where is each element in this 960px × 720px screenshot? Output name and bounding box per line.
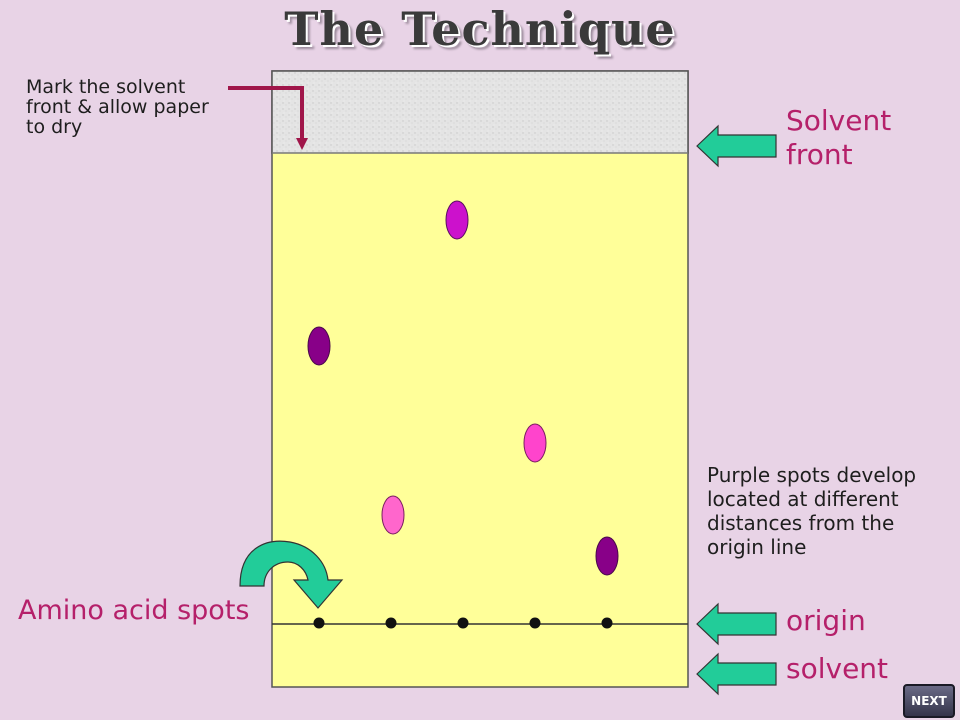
purple-spots-label: Purple spots develop located at differen… [707, 463, 917, 559]
solvent-front-label: Solvent front [786, 104, 892, 171]
amino-acid-spot [381, 495, 405, 535]
origin-label: origin [786, 604, 866, 637]
left-arrow-icon [696, 124, 777, 168]
left-arrow-icon [696, 602, 777, 646]
chromatography-paper [271, 70, 689, 688]
dry-zone [271, 70, 689, 154]
origin-dot [385, 617, 397, 629]
next-button[interactable]: NEXT [903, 684, 955, 718]
page-title: The Technique [284, 2, 676, 56]
amino-acid-spot [307, 326, 331, 366]
pointer-arrowhead-icon [296, 138, 308, 150]
solvent-label: solvent [786, 652, 889, 685]
origin-dot [457, 617, 469, 629]
mark-solvent-front-label: Mark the solvent front & allow paper to … [26, 76, 209, 138]
amino-acid-spots-label: Amino acid spots [18, 595, 250, 626]
origin-dot [313, 617, 325, 629]
pointer-line [228, 86, 304, 140]
origin-dot [529, 617, 541, 629]
amino-acid-spot [523, 423, 547, 463]
amino-acid-spot [595, 536, 619, 576]
origin-dot [601, 617, 613, 629]
curved-arrow-icon [239, 540, 344, 609]
amino-acid-spot [445, 200, 469, 240]
left-arrow-icon [696, 652, 777, 696]
